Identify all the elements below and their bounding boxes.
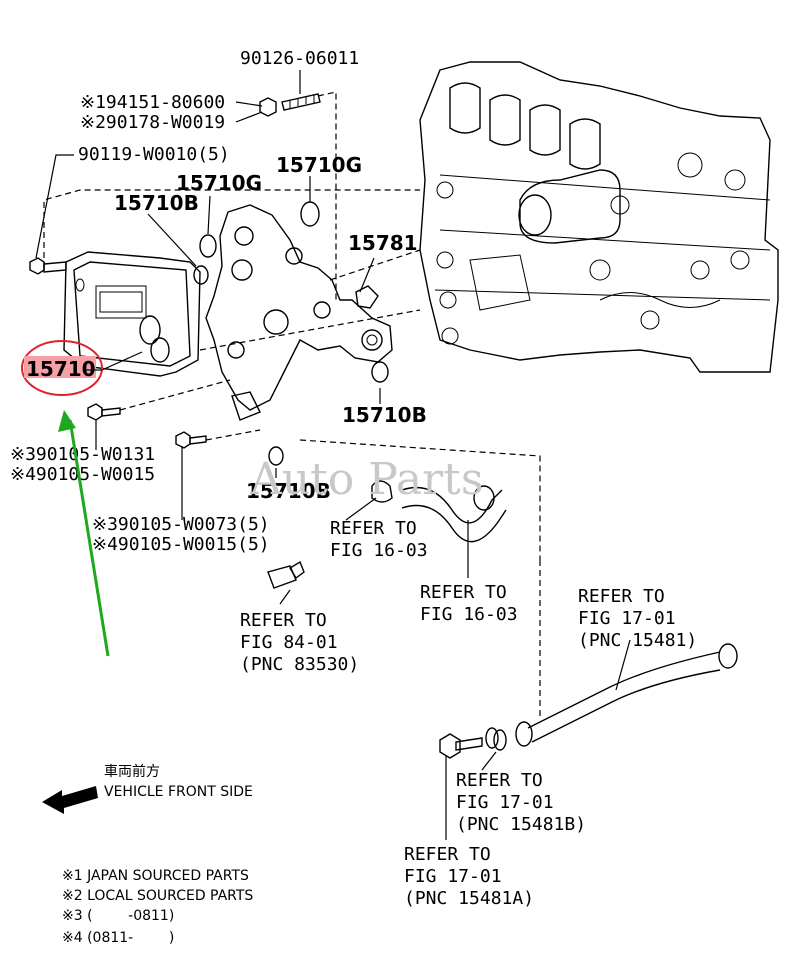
part-labels: 90126-06011 ※194151-80600 ※290178-W0019 …: [10, 48, 427, 555]
legend-item-3: ※3 ( -0811): [62, 908, 174, 924]
refer-fig16-b: REFER TO FIG 16-03: [420, 582, 518, 625]
label-90105-W0073: ※390105-W0073(5): [92, 514, 270, 535]
svg-text:(PNC 15481): (PNC 15481): [578, 630, 697, 651]
svg-text:REFER TO: REFER TO: [240, 610, 327, 631]
legend-item-1: ※1 JAPAN SOURCED PARTS: [62, 868, 249, 884]
refer-fig17-b: REFER TO FIG 17-01 (PNC 15481B): [456, 770, 586, 835]
label-15710B-c: 15710B: [246, 479, 331, 503]
engine-block: [419, 61, 779, 373]
vehicle-front-jp: 車両前方: [104, 763, 160, 780]
bolt-90105-a: [87, 403, 121, 421]
refer-fig17-a: REFER TO FIG 17-01 (PNC 15481): [578, 586, 697, 651]
svg-text:REFER TO: REFER TO: [578, 586, 665, 607]
gasket-15710B-a: [193, 265, 209, 285]
gasket-15710B-b: [371, 361, 389, 383]
svg-text:FIG 17-01: FIG 17-01: [578, 608, 676, 629]
hose: [401, 485, 507, 543]
label-90178: ※290178-W0019: [80, 112, 225, 133]
svg-text:FIG 17-01: FIG 17-01: [456, 792, 554, 813]
bolt-90105-b: [175, 431, 207, 449]
legend-item-4: ※4 (0811- ): [62, 930, 174, 946]
label-90105-W0015: ※490105-W0015: [10, 464, 155, 485]
svg-text:REFER TO: REFER TO: [456, 770, 543, 791]
refer-fig16-a: REFER TO FIG 16-03: [330, 518, 428, 561]
nut-94151: [259, 97, 277, 117]
leader-lines: [35, 70, 631, 840]
green-arrow: [58, 410, 110, 657]
bolt-90126: [281, 93, 321, 111]
highlight-15710: 15710: [21, 340, 103, 396]
gasket-15710B-c: [268, 446, 284, 466]
gasket-15710G-a: [199, 234, 217, 258]
oil-pipe-15481: [515, 643, 738, 747]
svg-text:REFER TO: REFER TO: [420, 582, 507, 603]
legend: ※1 JAPAN SOURCED PARTS ※2 LOCAL SOURCED …: [62, 868, 253, 946]
svg-text:FIG 16-03: FIG 16-03: [330, 540, 428, 561]
svg-text:REFER TO: REFER TO: [404, 844, 491, 865]
label-94151: ※194151-80600: [80, 92, 225, 113]
gasket-15481B: [485, 727, 507, 751]
svg-text:FIG 84-01: FIG 84-01: [240, 632, 338, 653]
label-90126: 90126-06011: [240, 48, 359, 69]
vehicle-front-arrow-icon: [42, 786, 98, 814]
label-15710-main: 15710: [26, 357, 96, 381]
label-90105-W0131: ※390105-W0131: [10, 444, 155, 465]
label-15710B-b: 15710B: [342, 403, 427, 427]
label-15781: 15781: [348, 231, 418, 255]
label-15710G-a: 15710G: [176, 171, 262, 195]
union-bolt-15481A: [439, 733, 483, 759]
refer-fig17-c: REFER TO FIG 17-01 (PNC 15481A): [404, 844, 534, 909]
oil-cooler-housing: [205, 204, 393, 421]
label-15710B-a: 15710B: [114, 191, 199, 215]
gasket-15710G-b: [300, 201, 320, 227]
svg-text:(PNC 83530): (PNC 83530): [240, 654, 359, 675]
hose-clamp: [371, 480, 393, 503]
svg-text:FIG 17-01: FIG 17-01: [404, 866, 502, 887]
assembly-lines: [43, 91, 541, 720]
label-15710G-b: 15710G: [276, 153, 362, 177]
legend-item-2: ※2 LOCAL SOURCED PARTS: [62, 888, 253, 904]
watermark: Auto Parts: [249, 454, 483, 505]
sensor-83530: [267, 560, 305, 589]
bolt-90119: [29, 257, 67, 275]
vehicle-front-indicator: 車両前方 VEHICLE FRONT SIDE: [42, 763, 253, 814]
svg-text:FIG 16-03: FIG 16-03: [420, 604, 518, 625]
svg-text:(PNC 15481B): (PNC 15481B): [456, 814, 586, 835]
label-90119: 90119-W0010(5): [78, 144, 230, 165]
vehicle-front-en: VEHICLE FRONT SIDE: [104, 784, 253, 800]
svg-text:(PNC 15481A): (PNC 15481A): [404, 888, 534, 909]
refer-fig84: REFER TO FIG 84-01 (PNC 83530): [240, 610, 359, 675]
svg-text:REFER TO: REFER TO: [330, 518, 417, 539]
label-90105-W0015-5: ※490105-W0015(5): [92, 534, 270, 555]
